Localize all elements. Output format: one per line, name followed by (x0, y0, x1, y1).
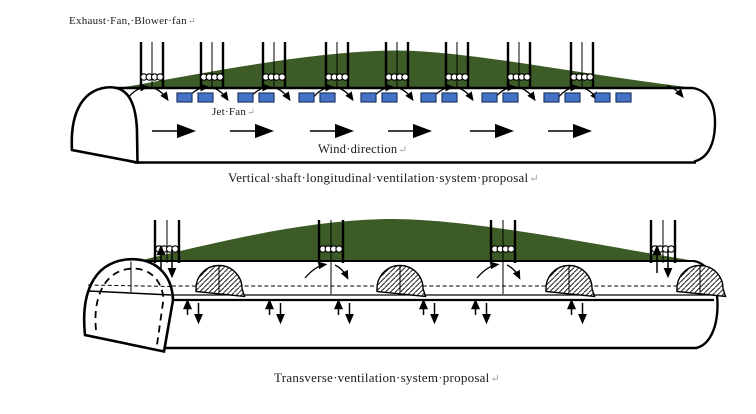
paragraph-mark: ↵ (529, 173, 539, 185)
jet-fan-pair (176, 92, 214, 103)
jet-fan-pair (237, 92, 275, 103)
ventilation-duct-dome (545, 264, 596, 298)
jet-fan-label: Jet·Fan↵ (212, 106, 255, 118)
airflow-arrow-pair (270, 301, 281, 322)
transverse-diagram (82, 218, 727, 354)
jet-fan-pair (360, 92, 398, 103)
paragraph-mark: ↵ (398, 145, 408, 156)
portal-slab-line (87, 290, 172, 296)
longitudinal-diagram (70, 42, 717, 165)
paragraph-mark: ↵ (247, 108, 256, 118)
transverse-caption-text: Transverse·ventilation·system·proposal (274, 370, 490, 385)
ventilation-duct-dome (195, 264, 246, 298)
end-curved-arrow (666, 84, 684, 99)
vertical-shaft (128, 42, 168, 100)
portal-duct-dashed (87, 284, 173, 287)
tunnel-portal (82, 258, 175, 354)
tunnel-right-end (692, 86, 717, 163)
paragraph-mark: ↵ (187, 17, 196, 27)
wind-direction-label: Wind·direction↵ (318, 142, 408, 157)
transverse-caption: Transverse·ventilation·system·proposal↵ (274, 370, 501, 385)
exhaust-blower-text: Exhaust·Fan,·Blower·fan (69, 15, 187, 27)
longitudinal-caption: Vertical·shaft·longitudinal·ventilation·… (228, 170, 539, 185)
jet-fan-pair (298, 92, 336, 103)
jet-fan-pair (543, 92, 581, 103)
jet-fan-text: Jet·Fan (212, 106, 247, 118)
paragraph-mark: ↵ (490, 373, 501, 385)
jet-fan-pair (594, 92, 632, 103)
jet-fan-pair (481, 92, 519, 103)
ventilation-duct-dome (376, 264, 427, 298)
portal-lining-dashed (94, 267, 165, 346)
longitudinal-caption-text: Vertical·shaft·longitudinal·ventilation·… (228, 170, 529, 185)
terrain-profile (122, 50, 690, 88)
airflow-arrow-pair (476, 301, 487, 322)
tunnel-portal (70, 86, 139, 165)
wind-direction-text: Wind·direction (318, 142, 398, 156)
exhaust-blower-label: Exhaust·Fan,·Blower·fan↵ (69, 15, 196, 27)
shaft-curved-arrows (305, 263, 348, 294)
jet-fan-pair (420, 92, 458, 103)
airflow-arrow-pair (572, 301, 583, 322)
terrain-profile (140, 219, 692, 261)
airflow-arrow-pair (424, 301, 435, 322)
airflow-arrow-pair (339, 301, 350, 322)
shaft-curved-arrows (477, 263, 520, 294)
ventilation-duct-dome (676, 264, 727, 298)
airflow-arrow-pair (188, 301, 199, 322)
